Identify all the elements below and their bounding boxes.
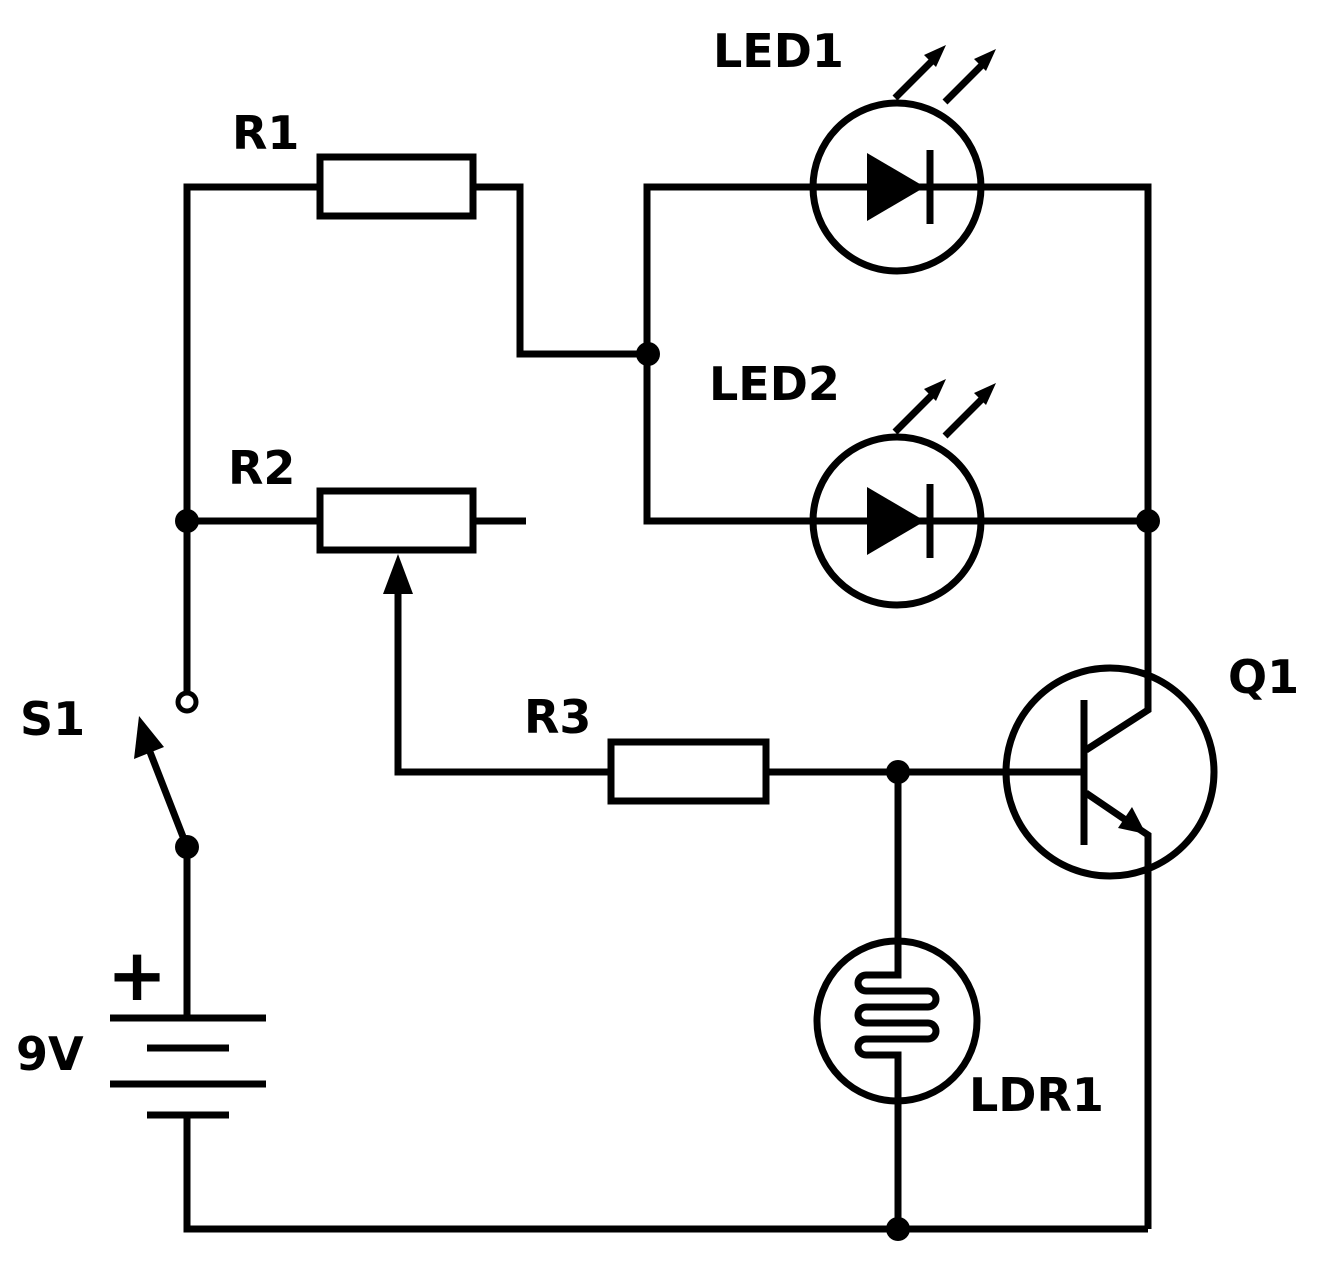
junction-dot [1136,509,1160,533]
junctions [175,342,1160,1241]
label-led1: LED1 [713,24,844,78]
junction-dot [886,760,910,784]
switch-lever-arrow-icon [134,716,164,759]
wire-bottom-rail [183,1115,1148,1233]
potentiometer-r2 [316,487,477,594]
wire-right-rail-to-collector [1084,521,1152,753]
junction-dot [886,1217,910,1241]
transistor-q1 [1002,664,1218,880]
label-battery-plus: + [107,933,167,1017]
label-s1: S1 [20,692,85,746]
wire-emitter-to-ground [1084,790,1152,1229]
junction-dot [175,509,199,533]
wire-r1-to-led-node [473,183,648,358]
switch-lever [146,750,191,849]
label-battery-voltage: 9V [16,1027,84,1081]
switch-open-terminal [175,690,199,714]
diode-triangle-icon [867,487,925,555]
diode-triangle-icon [867,153,925,221]
label-r2: R2 [228,441,295,495]
wire-wiper-to-r3 [394,590,611,776]
junction-dot [636,342,660,366]
led-led2 [809,379,996,609]
label-led2: LED2 [709,357,840,411]
label-r1: R1 [232,106,299,160]
light-emission-arrows-icon [892,45,996,105]
label-ldr1: LDR1 [969,1068,1104,1122]
ldr-ldr1 [813,937,981,1105]
label-q1: Q1 [1228,650,1299,704]
wire-left-rail [183,183,320,692]
emitter-arrow-icon [1118,807,1146,834]
resistor-r1 [316,153,477,220]
wiper-arrow-icon [383,554,413,594]
wire-led1-to-right-rail [982,183,1152,521]
switch-s1 [134,690,199,849]
wire-led-left-bus [643,183,812,525]
led-led1 [809,45,996,275]
label-r3: R3 [524,690,591,744]
junction-dot [175,835,199,859]
resistor-r3 [607,738,770,805]
light-emission-arrows-icon [892,379,996,439]
labels: R1 R2 R3 LED1 LED2 Q1 S1 LDR1 9V + [16,24,1299,1122]
ldr-meander [854,940,940,1100]
battery-9v [110,1014,266,1119]
